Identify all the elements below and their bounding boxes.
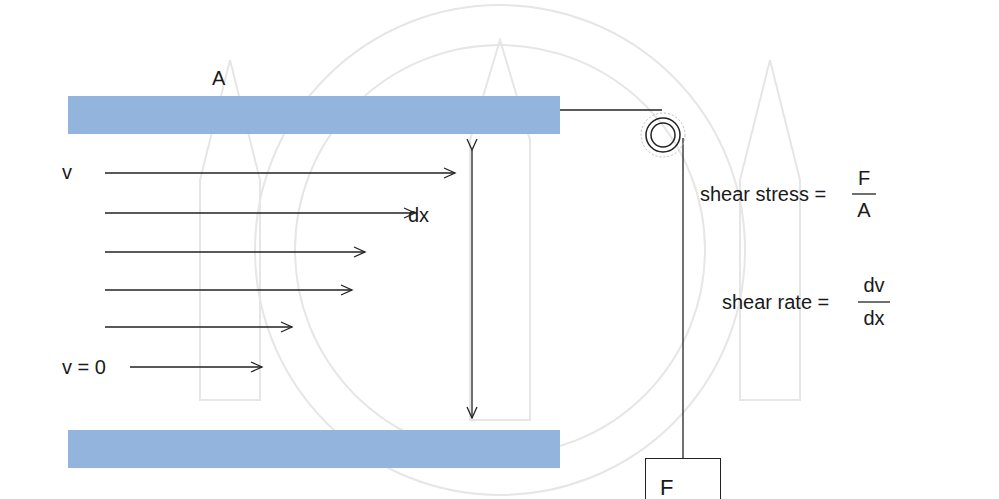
node-text: F [660, 477, 720, 499]
velocity-arrows [105, 173, 455, 367]
string [560, 109, 662, 110]
label: v = 0 [62, 357, 106, 377]
label: dx [863, 308, 884, 328]
fraction-bar [858, 301, 890, 302]
gap-dimension [471, 150, 472, 418]
weight-box: F [645, 458, 721, 499]
label: dv [863, 275, 884, 295]
pulley [641, 113, 685, 157]
label: dx [408, 205, 429, 225]
moving-plate [68, 96, 560, 134]
fixed-plate [68, 430, 560, 468]
label: A [857, 200, 870, 220]
fraction-bar [852, 193, 876, 194]
label: A [212, 68, 225, 88]
label: shear rate = [722, 292, 829, 312]
watermark-seal [200, 5, 800, 495]
label: shear stress = [700, 184, 826, 204]
label: v [62, 162, 72, 182]
label: F [858, 168, 870, 188]
string [682, 138, 683, 458]
